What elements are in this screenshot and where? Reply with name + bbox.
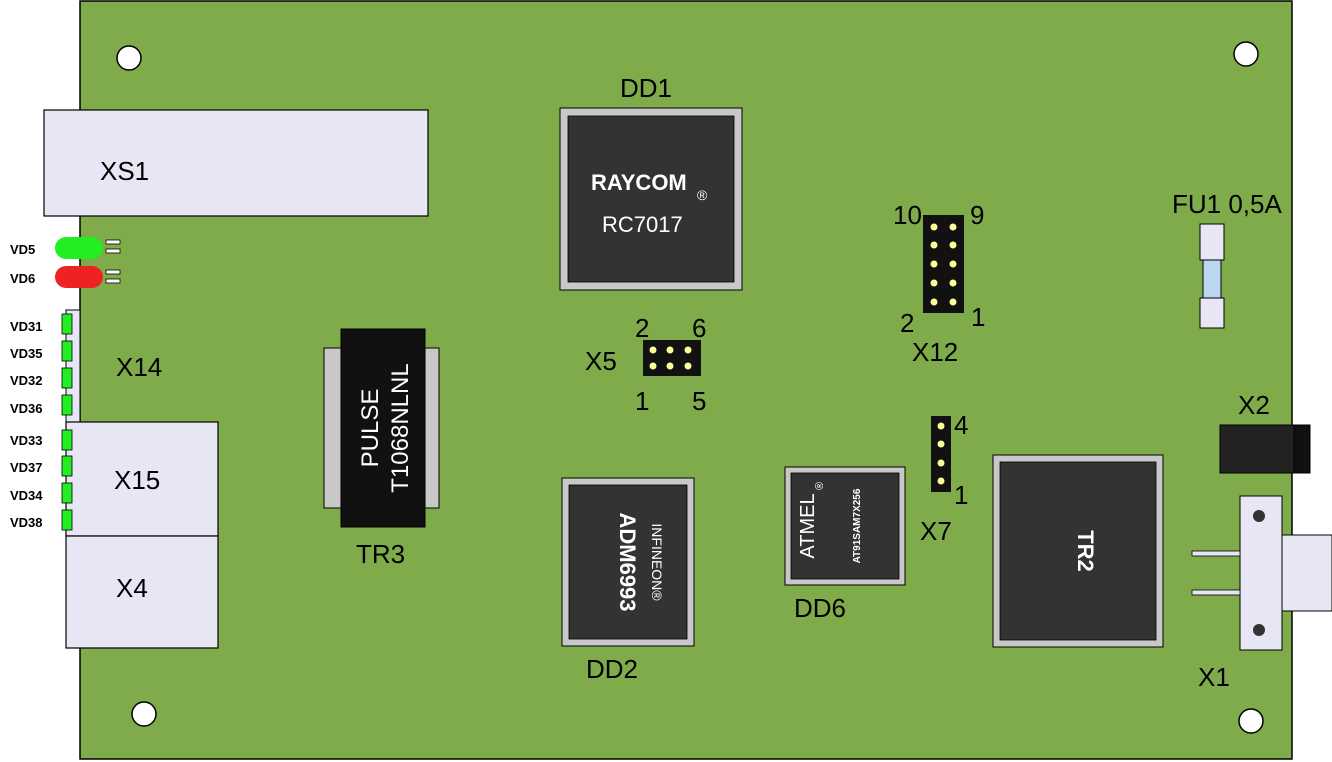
led-vd5-pin (105, 248, 121, 254)
x12-pins (930, 223, 957, 306)
x1-screw (1253, 510, 1265, 522)
dd2-brand: INFINEON® (649, 523, 665, 601)
x12-pin-2: 2 (900, 308, 914, 338)
vd33-label: VD33 (10, 433, 43, 448)
x15-label: X15 (114, 465, 160, 495)
dd6-brand: ATMEL (797, 493, 819, 558)
mounting-hole (131, 701, 157, 727)
x7-header (931, 416, 951, 492)
vd31-label: VD31 (10, 319, 43, 334)
vd34-label: VD34 (10, 488, 43, 503)
led-vd31 (61, 313, 73, 335)
dd1-label: DD1 (620, 73, 672, 103)
mounting-hole (1233, 41, 1259, 67)
vd37-label: VD37 (10, 460, 43, 475)
led-vd33 (61, 429, 73, 451)
vd36-label: VD36 (10, 401, 43, 416)
x12-pin-9: 9 (970, 200, 984, 230)
vd38-label: VD38 (10, 515, 43, 530)
vd35-label: VD35 (10, 346, 43, 361)
x1-lead (1191, 550, 1241, 557)
xs1-connector (43, 109, 429, 217)
x2-connector-end (1293, 424, 1311, 474)
x2-label: X2 (1238, 390, 1270, 420)
x7-pin-4: 4 (954, 410, 968, 440)
mounting-hole (1238, 708, 1264, 734)
x1-label: X1 (1198, 662, 1230, 692)
vd5-label: VD5 (10, 242, 35, 257)
dd1-registered: ® (697, 187, 708, 203)
tr2-part: TR2 (1073, 530, 1098, 572)
x1-screw (1253, 624, 1265, 636)
dd2-label: DD2 (586, 654, 638, 684)
led-vd5-pin (105, 239, 121, 245)
fu1-cap (1199, 297, 1225, 329)
x7-label: X7 (920, 516, 952, 546)
fu1-label: FU1 0,5A (1172, 189, 1282, 219)
x7-pin-1: 1 (954, 480, 968, 510)
x1-bracket (1239, 495, 1283, 651)
dd2-part: ADM6993 (615, 512, 640, 611)
x5-pin-2: 2 (635, 313, 649, 343)
led-vd5 (55, 237, 103, 259)
dd1-brand: RAYCOM (591, 170, 687, 195)
led-vd32 (61, 367, 73, 389)
dd1-part: RC7017 (602, 212, 683, 237)
vd32-label: VD32 (10, 373, 43, 388)
dd6-label: DD6 (794, 593, 846, 623)
x1-lead (1191, 589, 1241, 596)
tr3-brand: PULSE (357, 389, 384, 468)
x4-connector (65, 535, 219, 649)
tr3-label: TR3 (356, 539, 405, 569)
x12-pin-10: 10 (893, 200, 922, 230)
x15-connector (65, 421, 219, 537)
tr2-body (999, 461, 1157, 641)
led-vd36 (61, 394, 73, 416)
x5-header (643, 340, 701, 376)
x1-body (1281, 534, 1332, 612)
x5-pin-1: 1 (635, 386, 649, 416)
dd1-body (567, 115, 735, 283)
vd6-label: VD6 (10, 271, 35, 286)
x7-pins (937, 422, 945, 485)
led-vd34 (61, 482, 73, 504)
dd6-body (790, 472, 900, 580)
led-vd6 (55, 266, 103, 288)
x5-pin-5: 5 (692, 386, 706, 416)
tr3-body (340, 328, 426, 528)
x4-label: X4 (116, 573, 148, 603)
dd2-body (568, 484, 688, 640)
dd6-part: AT91SAM7X256 (852, 488, 863, 563)
x12-header (923, 215, 964, 313)
fu1-cap (1199, 223, 1225, 261)
tr3-part: T1068NLNL (387, 363, 414, 492)
fu1-glass (1202, 259, 1222, 299)
dd6-registered: ® (814, 482, 826, 490)
xs1-label: XS1 (100, 156, 149, 186)
x5-label: X5 (585, 346, 617, 376)
led-vd37 (61, 455, 73, 477)
led-vd6-pin (105, 278, 121, 284)
x14-label: X14 (116, 352, 162, 382)
x5-pin-6: 6 (692, 313, 706, 343)
led-vd6-pin (105, 269, 121, 275)
led-vd38 (61, 509, 73, 531)
led-vd35 (61, 340, 73, 362)
x12-label: X12 (912, 337, 958, 367)
x5-pins (649, 346, 692, 370)
mounting-hole (116, 45, 142, 71)
x12-pin-1: 1 (971, 302, 985, 332)
